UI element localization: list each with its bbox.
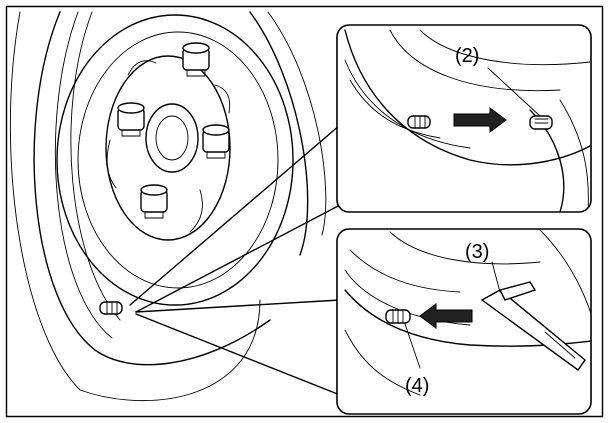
- arrow-left-icon: [419, 303, 473, 329]
- rim-center-disc: [105, 55, 231, 241]
- arrow-right-icon: [453, 107, 507, 133]
- callout-2: (2): [455, 45, 479, 67]
- zoom-line-top: [135, 204, 341, 313]
- lug-nut: [202, 124, 230, 159]
- tire-sidewall-line: [54, 11, 113, 339]
- lug-nut: [140, 184, 168, 219]
- detail-panel-top: (2): [336, 24, 592, 213]
- valve-stem-bottom: [385, 309, 411, 324]
- zoom-line-bottom: [135, 313, 341, 396]
- valve-stem: [99, 301, 123, 315]
- leader-line-4: [404, 323, 421, 369]
- tire-sidewall-line: [79, 299, 261, 401]
- figure-frame: [5, 5, 604, 418]
- zoom-line-bottom: [135, 299, 341, 313]
- rim-slot: [189, 189, 203, 233]
- pressure-gauge: [480, 281, 586, 371]
- hub: [145, 103, 199, 173]
- leader-line-3: [491, 261, 501, 293]
- tire-sidewall-outer: [33, 11, 271, 366]
- tire-sidewall-line: [70, 11, 121, 321]
- valve-cap-top: [407, 115, 431, 129]
- detail-panel-bottom: (3) (4): [336, 228, 592, 415]
- rim-flange: [77, 31, 279, 289]
- leader-line-2: [487, 67, 541, 117]
- tire-sidewall-right: [249, 11, 309, 256]
- zoom-line-top: [129, 124, 341, 306]
- rim-outer: [56, 14, 294, 306]
- tire-sidewall-line: [9, 11, 81, 391]
- wheel-assembly: [9, 11, 327, 401]
- rim-slot: [127, 60, 157, 76]
- callout-4: (4): [405, 375, 429, 397]
- lug-nut: [182, 42, 210, 77]
- callout-3: (3): [465, 241, 489, 263]
- tire-sidewall-line: [267, 11, 327, 236]
- lug-nut: [117, 102, 145, 137]
- rim-slot: [214, 84, 231, 114]
- rim-slot: [106, 139, 117, 189]
- valve-cap-removed: [529, 115, 553, 130]
- hub-center: [155, 115, 189, 161]
